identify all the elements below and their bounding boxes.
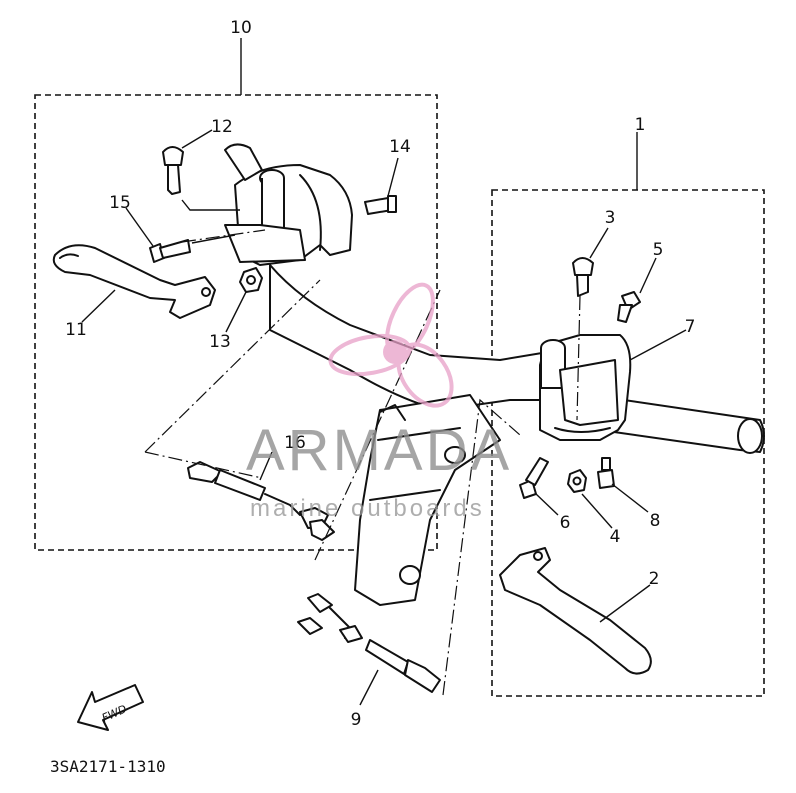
steering-column [354,394,501,606]
callout-14: 14 [389,137,411,157]
bolt-14 [364,195,397,215]
centerline-right [442,398,521,696]
leader-7 [629,329,687,361]
leader-8 [611,483,649,513]
bolt-15 [149,234,236,263]
bolt-3 [572,257,594,297]
callout-2: 2 [649,569,660,589]
watermark-tagline: marine outboards [250,495,485,522]
centerline-left-ext [144,451,263,479]
leader-13 [225,291,247,333]
watermark-brand: ARMADA [246,418,512,483]
lever-11 [52,244,216,319]
callout-11: 11 [65,320,87,340]
callout-8: 8 [650,511,661,531]
callout-12: 12 [211,117,233,137]
centerline-bar [314,289,441,561]
centerline-bolt-12 [181,229,266,243]
callout-6: 6 [560,513,571,533]
callout-5: 5 [653,240,664,260]
switch-9 [297,593,441,706]
left-lever-holder [224,143,353,266]
group-10-box [34,94,438,551]
right-lever-holder [539,334,632,441]
lever-2 [499,547,652,675]
leader-15 [125,207,154,247]
callout-10: 10 [230,18,252,38]
callout-7: 7 [685,317,696,337]
leader-12 [181,129,213,149]
leader-3 [589,227,609,259]
callout-16: 16 [284,433,306,453]
callout-3: 3 [605,208,616,228]
callout-15: 15 [109,193,131,213]
switch-16 [187,451,335,541]
nut-13 [239,267,263,293]
callout-1: 1 [635,115,646,135]
centerline-bolt-3 [576,295,581,421]
leader-4 [581,493,613,529]
leader-14 [387,157,399,197]
watermark-logo [328,282,454,408]
nut-4 [567,469,587,493]
callout-9: 9 [351,710,362,730]
screw-8 [597,457,615,489]
fwd-arrow: FWD [77,684,144,731]
diagram-code: 3SA2171-1310 [50,757,166,776]
leader-11 [81,289,116,323]
callout-4: 4 [610,527,621,547]
leader-2 [599,584,651,623]
centerline-left [144,279,321,453]
leader-6 [534,492,559,516]
screw-5 [617,291,641,323]
leader-5 [639,257,657,294]
callout-13: 13 [209,332,231,352]
bolt-6 [519,457,549,499]
bolt-12 [162,146,240,211]
